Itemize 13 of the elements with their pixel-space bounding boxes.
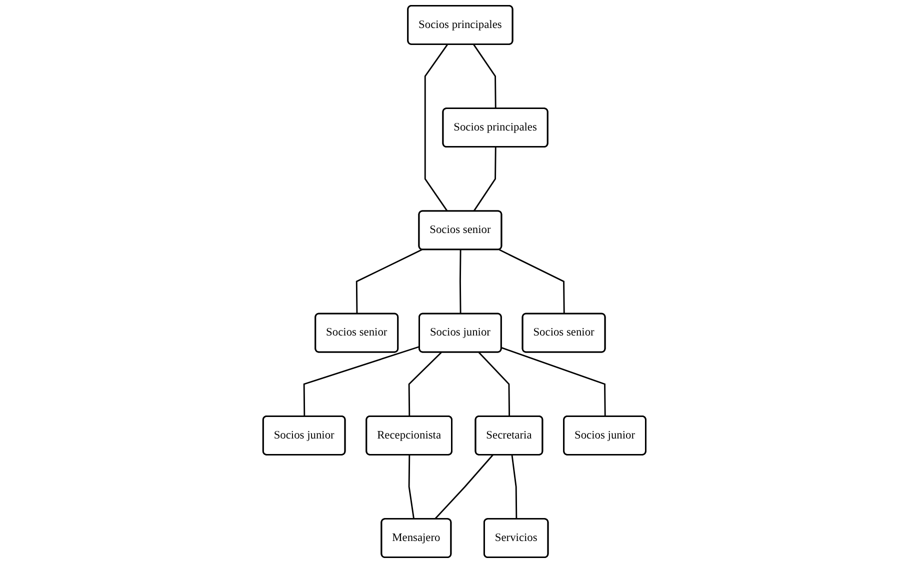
connector: [478, 352, 510, 417]
connector: [303, 346, 420, 417]
connector: [501, 347, 606, 417]
connector: [408, 352, 442, 417]
connector: [511, 454, 518, 520]
connector: [434, 454, 494, 520]
connector: [473, 147, 496, 212]
connector: [473, 44, 496, 109]
connector: [356, 249, 422, 314]
connector: [424, 44, 448, 212]
connector: [408, 455, 415, 520]
connector: [460, 250, 462, 314]
connector: [498, 249, 565, 314]
